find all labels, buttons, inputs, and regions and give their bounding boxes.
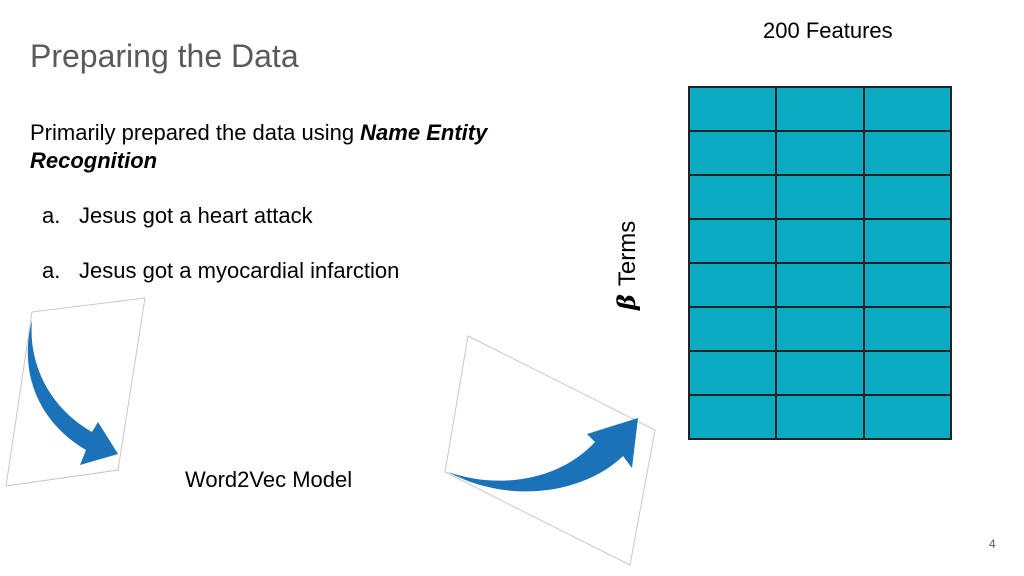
matrix-cell bbox=[689, 219, 777, 263]
matrix-cell bbox=[863, 175, 951, 219]
matrix-cell bbox=[689, 395, 777, 439]
list-item-marker: a. bbox=[42, 258, 61, 283]
matrix-cell bbox=[776, 87, 864, 131]
matrix-cell bbox=[689, 175, 777, 219]
features-label: 200 Features bbox=[763, 18, 893, 43]
matrix-cell bbox=[776, 263, 864, 307]
matrix-cell bbox=[689, 87, 777, 131]
matrix-cell bbox=[776, 307, 864, 351]
matrix-cell bbox=[863, 351, 951, 395]
intro-emphasis: Name Entity Recognition bbox=[30, 120, 488, 173]
matrix-cell bbox=[776, 175, 864, 219]
curved-arrow-down-icon bbox=[5, 297, 146, 487]
terms-label: β Terms bbox=[612, 221, 642, 310]
intro-paragraph: Primarily prepared the data using Name E… bbox=[30, 119, 510, 175]
curved-arrow-up-icon bbox=[444, 335, 656, 566]
matrix-cell bbox=[689, 351, 777, 395]
matrix-cell bbox=[863, 131, 951, 175]
matrix-cell bbox=[863, 263, 951, 307]
list-item-marker: a. bbox=[42, 203, 61, 228]
intro-text: Primarily prepared the data using bbox=[30, 120, 361, 145]
word2vec-label: Word2Vec Model bbox=[185, 467, 353, 492]
page-number: 4 bbox=[989, 537, 996, 551]
matrix-cell bbox=[776, 351, 864, 395]
matrix-cell bbox=[689, 263, 777, 307]
matrix-cell bbox=[863, 307, 951, 351]
matrix-cell bbox=[776, 395, 864, 439]
feature-matrix bbox=[688, 86, 952, 440]
matrix-cell bbox=[689, 307, 777, 351]
list-item: a. Jesus got a myocardial infarction bbox=[42, 258, 399, 284]
matrix-cell bbox=[863, 395, 951, 439]
list-item: a. Jesus got a heart attack bbox=[42, 203, 313, 229]
beta-symbol: β bbox=[612, 294, 641, 310]
list-item-text: Jesus got a myocardial infarction bbox=[79, 258, 400, 283]
terms-text: Terms bbox=[614, 220, 641, 287]
list-item-text: Jesus got a heart attack bbox=[79, 203, 313, 228]
matrix-cell bbox=[776, 131, 864, 175]
matrix-cell bbox=[776, 219, 864, 263]
matrix-cell bbox=[863, 87, 951, 131]
matrix-cell bbox=[863, 219, 951, 263]
matrix-cell bbox=[689, 131, 777, 175]
slide-title: Preparing the Data bbox=[30, 38, 299, 74]
